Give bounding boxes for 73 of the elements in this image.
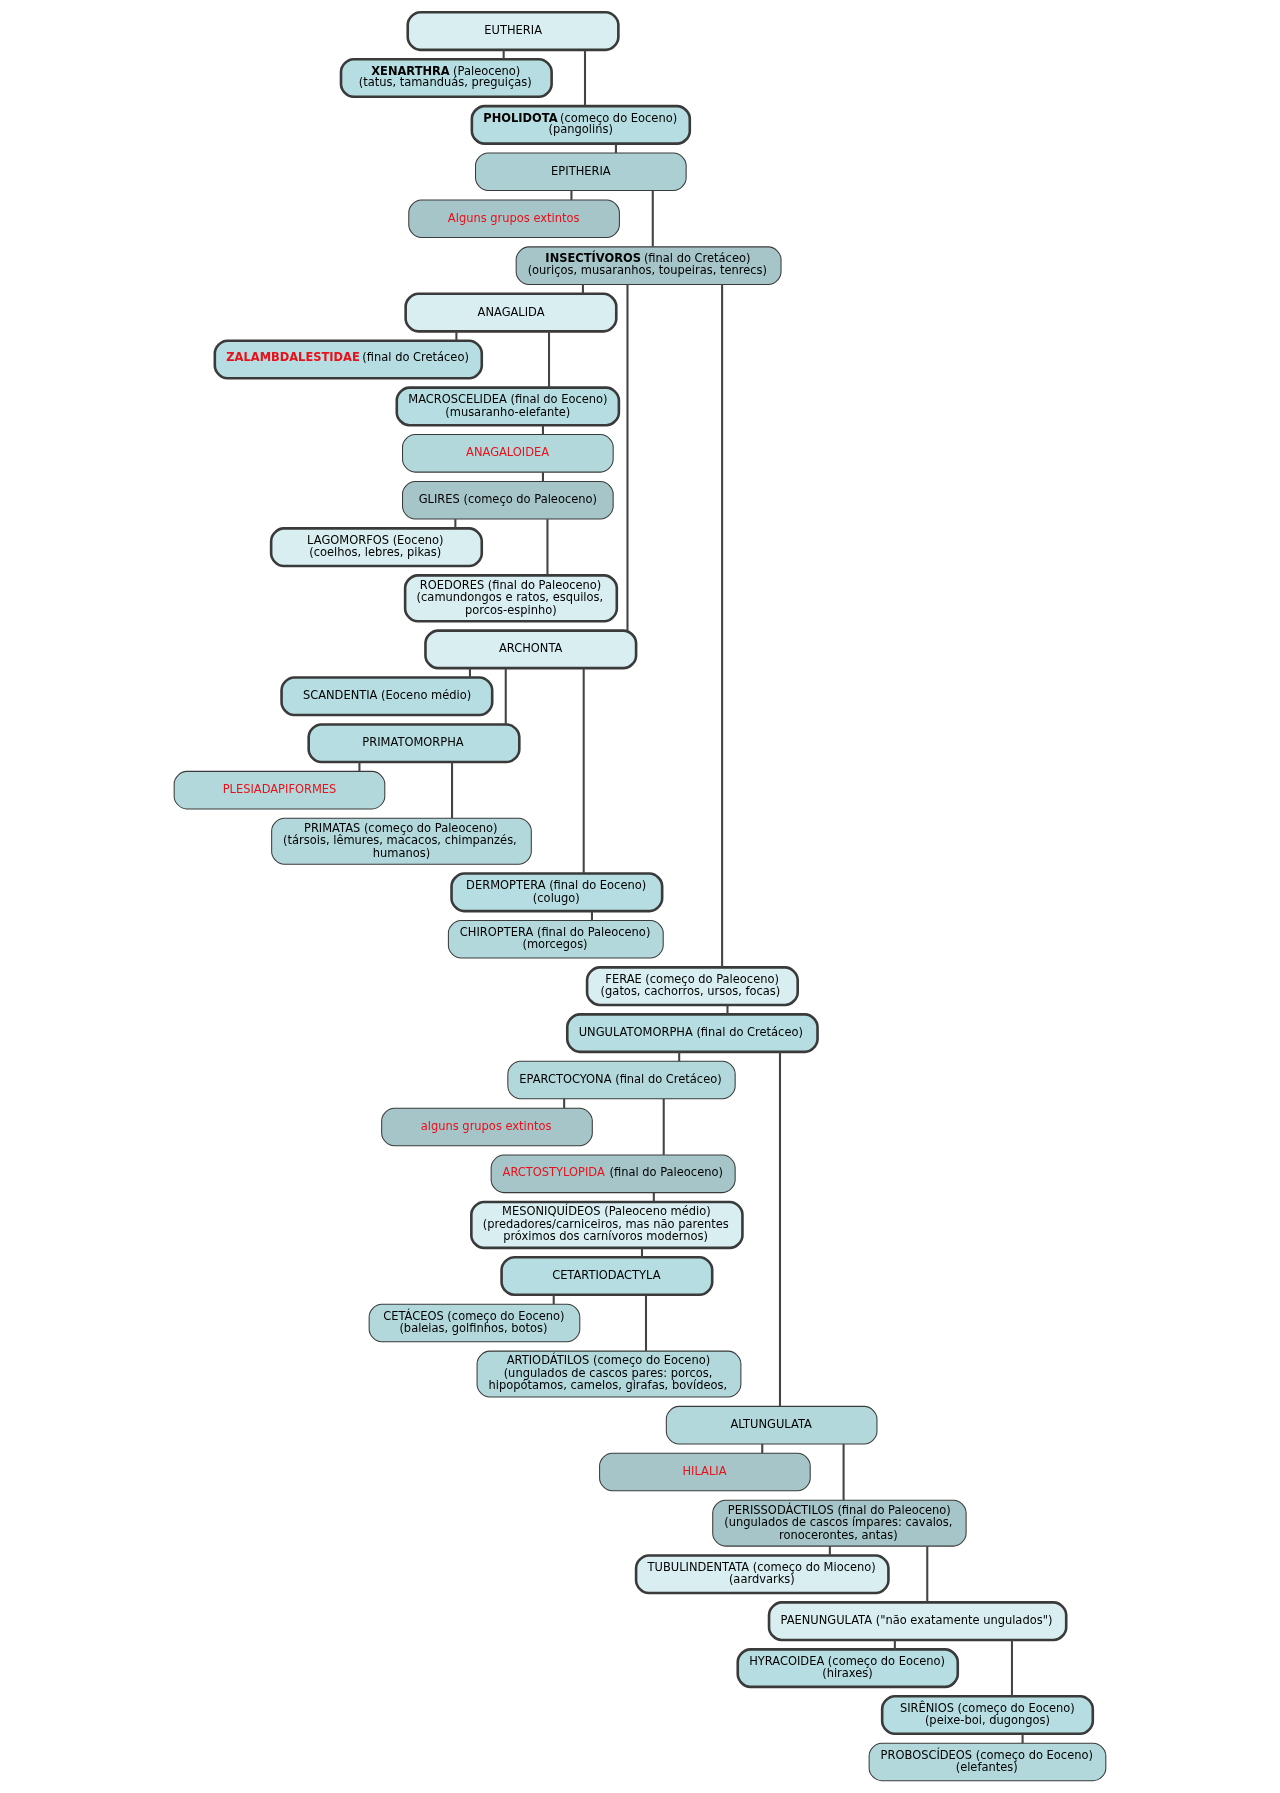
- connector: [468, 668, 471, 678]
- node-box: MACROSCELIDEA (final do Eoceno) (musaranho-elefante): [395, 386, 621, 427]
- node-box: ANAGALOIDEA: [402, 434, 614, 473]
- connector: [581, 284, 584, 294]
- node-box: ARCHONTA: [424, 629, 638, 670]
- connector: [582, 668, 585, 874]
- node-box: Alguns grupos extintos: [408, 199, 620, 239]
- connector: [546, 519, 549, 576]
- connector: [828, 1546, 831, 1556]
- connector: [926, 1546, 929, 1603]
- connector: [541, 472, 544, 482]
- connector: [454, 519, 457, 529]
- node-box: EPARCTOCYONA (final do Cretáceo): [507, 1060, 736, 1100]
- connector: [640, 1248, 644, 1258]
- connector: [552, 1294, 555, 1305]
- node-box: MESONIQUÍDEOS (Paleoceno médio) (predadores/carniceiros, mas não parentes próximos dos carnívoros modernos): [470, 1200, 744, 1250]
- node-box: SCANDENTIA (Eoceno médio): [280, 676, 494, 717]
- node-box: INSECTÍVOROS (final do Cretáceo) (ouriços, musaranhos, toupeiras, tenrecs): [515, 246, 782, 285]
- connector: [652, 1192, 655, 1202]
- connector: [504, 668, 507, 725]
- node-box: ARTIODÁTILOS (começo do Eoceno) (ungulados de cascos pares: porcos, hipopótamos, camelos, girafas, bovídeos,: [476, 1350, 742, 1398]
- node-box: ANAGALIDA: [404, 292, 618, 333]
- node-box: TUBULINDENTATA (começo do Mioceno) (aardvarks): [634, 1554, 890, 1595]
- node-box: EPITHERIA: [475, 152, 687, 192]
- connector: [614, 143, 617, 153]
- connector: [678, 1051, 681, 1062]
- connector: [563, 1098, 566, 1109]
- node-box: PHOLIDOTA (começo do Eoceno) (pangolins): [470, 104, 692, 145]
- node-box: PRIMATAS (começo do Paleoceno) (társois, lêmures, macacos, chimpanzés, humanos): [271, 817, 532, 865]
- node-box: ARCTOSTYLOPIDA (final do Paleoceno): [490, 1154, 736, 1194]
- connector: [761, 1443, 764, 1454]
- node-box: XENARTHRA (Paleoceno) (tatus, tamanduás, preguiças): [339, 57, 553, 99]
- node-box: FERAE (começo do Paleoceno) (gatos, cachorros, ursos, focas): [585, 966, 799, 1007]
- connector: [842, 1444, 845, 1501]
- connector: [1021, 1733, 1024, 1744]
- connector: [502, 49, 505, 60]
- node-box: ROEDORES (final do Paleoceno) (camundongos e ratos, esquilos, porcos-espinho): [403, 574, 619, 623]
- node-box: PRIMATOMORPHA: [307, 723, 521, 764]
- connector: [644, 1294, 648, 1352]
- node-box: PROBOSCÍDEOS (começo do Eoceno) (elefantes): [868, 1742, 1107, 1782]
- node-box: PLESIADAPIFORMES: [173, 770, 386, 810]
- node-box: DERMOPTERA (final do Eoceno) (colugo): [450, 872, 664, 913]
- connector: [455, 331, 458, 341]
- node-box: PAENUNGULATA ("não exatamente ungulados"): [767, 1601, 1068, 1642]
- connector: [651, 190, 654, 247]
- node-box: CHIROPTERA (final do Paleoceno) (morcegos): [447, 919, 664, 959]
- node-box: SIRÊNIOS (começo do Eoceno) (peixe-boi, dugongos): [880, 1694, 1095, 1736]
- node-box: ZALAMBDALESTIDAE (final do Cretáceo): [213, 339, 484, 380]
- connector: [547, 331, 551, 388]
- node-box: CETARTIODACTYLA: [500, 1255, 714, 1297]
- connector: [1010, 1640, 1014, 1697]
- connector: [451, 762, 454, 819]
- node-box: UNGULATOMORPHA (final do Cretáceo): [565, 1013, 819, 1054]
- connector: [358, 762, 361, 772]
- node-box: EUTHERIA: [406, 10, 620, 52]
- node-box: CETÁCEOS (começo do Eoceno) (baleias, golfinhos, botos): [368, 1303, 581, 1343]
- node-box: GLIRES (começo do Paleoceno): [402, 481, 614, 520]
- connector: [662, 1099, 665, 1155]
- connector: [570, 190, 573, 200]
- connector: [590, 911, 593, 921]
- connector: [893, 1640, 896, 1650]
- node-box: LAGOMORFOS (Eoceno) (coelhos, lebres, pikas): [269, 527, 484, 568]
- connector: [726, 1005, 729, 1015]
- connector: [583, 50, 587, 106]
- node-box: ALTUNGULATA: [665, 1405, 878, 1445]
- connector: [778, 1052, 782, 1406]
- node-box: alguns grupos extintos: [381, 1107, 593, 1147]
- connector: [541, 425, 544, 435]
- connector: [721, 284, 724, 968]
- node-box: HILALIA: [599, 1452, 811, 1492]
- connector: [626, 284, 629, 631]
- node-box: HYRACOIDEA (começo do Eoceno) (hiraxes): [736, 1648, 960, 1689]
- node-box: PERISSODÁCTILOS (final do Paleoceno) (ungulados de cascos ímpares: cavalos, ronocerontes, antas): [712, 1499, 967, 1547]
